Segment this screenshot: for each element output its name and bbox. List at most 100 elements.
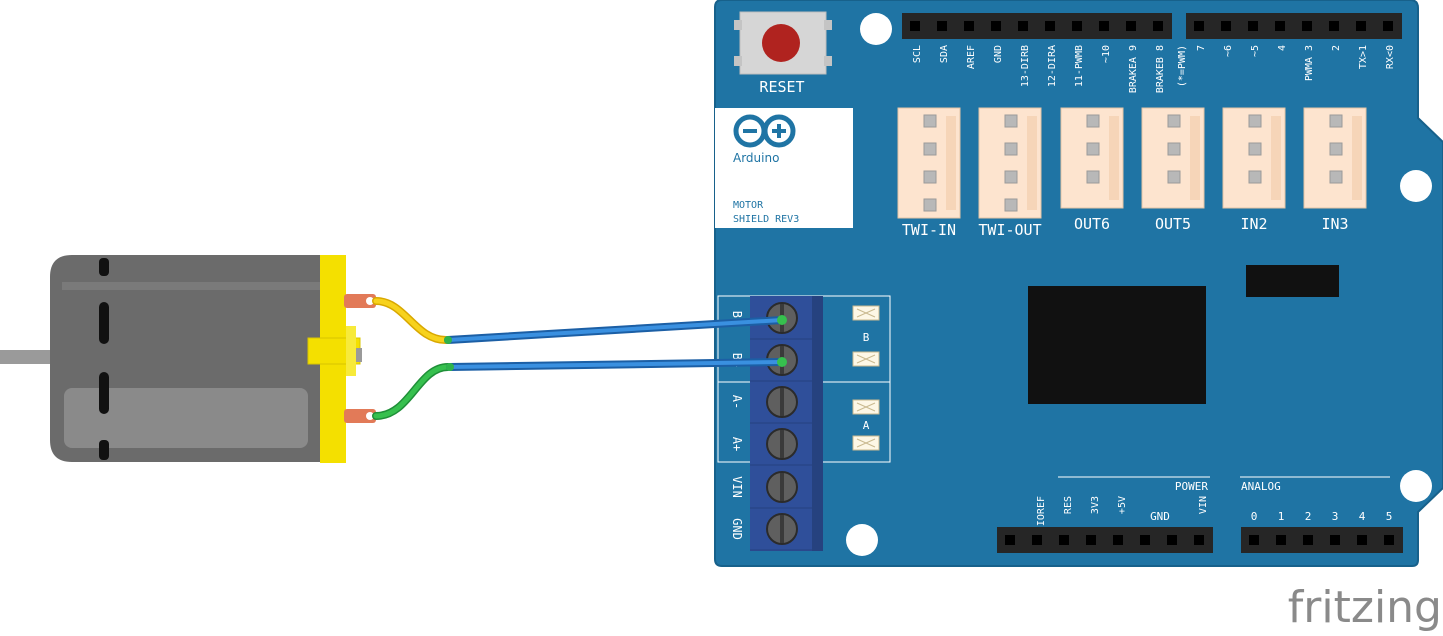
pwm-note-label: (*=PWM) [1177,45,1188,87]
analog-header-pin[interactable] [1303,535,1313,545]
connector-twi-out[interactable] [978,107,1042,219]
connector-label: OUT6 [1074,215,1110,233]
connector-twi-in[interactable] [897,107,961,219]
motor-highlight [64,388,308,448]
top-left-header-pin[interactable] [964,21,974,31]
dc-motor [0,255,376,463]
top-left-header-pin[interactable] [991,21,1001,31]
connector-label: TWI-OUT [978,221,1041,239]
power-header-pin[interactable] [1032,535,1042,545]
motor-terminal-tab [344,294,376,308]
connector-pin [1086,114,1100,128]
top-right-header-pin[interactable] [1329,21,1339,31]
connector-pin [1086,170,1100,184]
header-pin-label: SDA [939,45,950,63]
power-header-pin[interactable] [1005,535,1015,545]
logo-line1: MOTOR [733,200,764,211]
connector-pin [923,114,937,128]
connector-in2[interactable] [1222,107,1286,209]
header-pin-label: 4 [1277,45,1288,51]
analog-title: ANALOG [1241,480,1281,493]
analog-header-pin[interactable] [1384,535,1394,545]
connector-pin [1167,114,1181,128]
top-right-header-pin[interactable] [1194,21,1204,31]
arduino-logo-icon [733,114,796,148]
top-left-header-pin[interactable] [1126,21,1136,31]
wires [372,297,787,420]
analog-header-pin[interactable] [1357,535,1367,545]
power-header-pin[interactable] [1140,535,1150,545]
header-pin-label: AREF [966,45,977,69]
header-pin-label: SCL [912,45,923,63]
small-chip [1246,265,1339,297]
connector-in3[interactable] [1303,107,1367,209]
motor-driver-chip [1028,286,1206,404]
top-right-header-housing [1186,13,1402,39]
connector-pin [1004,142,1018,156]
tab-hole [366,297,374,305]
connector-pin [1004,198,1018,212]
top-left-header-pin[interactable] [1153,21,1163,31]
connector-pin [923,170,937,184]
power-header-pin[interactable] [1059,535,1069,545]
motor-rear-shaft [356,348,362,362]
top-right-header-pin[interactable] [1221,21,1231,31]
wire-end [777,315,787,325]
power-header-pin[interactable] [1113,535,1123,545]
top-left-header-pin[interactable] [937,21,947,31]
connector-label: IN2 [1240,215,1267,233]
motor-slot [99,372,109,414]
connector-pin [923,198,937,212]
top-right-header-pin[interactable] [1356,21,1366,31]
top-right-header-pin[interactable] [1248,21,1258,31]
power-header-housing [997,527,1213,553]
power-header-pin[interactable] [1167,535,1177,545]
top-right-header-pin[interactable] [1275,21,1285,31]
analog-header-pin[interactable] [1276,535,1286,545]
connector-out6[interactable] [1060,107,1124,209]
analog-pin-label: 4 [1359,510,1366,523]
motor-ridge [62,282,320,290]
top-left-header-pin[interactable] [910,21,920,31]
power-header-pin[interactable] [1086,535,1096,545]
power-header-pin[interactable] [1194,535,1204,545]
terminal-label: A- [730,395,744,409]
top-left-header-pin[interactable] [1018,21,1028,31]
screw-slot [780,430,784,458]
motor-slot [99,258,109,276]
connector-pin [923,142,937,156]
terminal-label: VIN [730,476,744,498]
terminal-label: GND [730,518,744,540]
header-pin-label: BRAKEB 8 [1155,45,1166,93]
connector-label: IN3 [1321,215,1348,233]
top-right-header-pin[interactable] [1302,21,1312,31]
connector-out5[interactable] [1141,107,1205,209]
header-pin-label: 11-PWMB [1074,45,1085,87]
power-pin-label: GND [1150,510,1170,523]
analog-header-pin[interactable] [1330,535,1340,545]
top-left-header-pin[interactable] [1099,21,1109,31]
motor-shaft [0,350,50,364]
header-pin-label: ~6 [1223,45,1234,57]
logo-brand: Arduino [733,151,779,165]
wire-joint [446,363,454,371]
power-title: POWER [1175,480,1208,493]
motor-terminal-tab [344,409,376,423]
header-pin-label: BRAKEA 9 [1128,45,1139,93]
analog-pin-label: 2 [1305,510,1312,523]
top-left-header-pin[interactable] [1072,21,1082,31]
analog-header-pin[interactable] [1249,535,1259,545]
analog-header-housing [1241,527,1403,553]
terminal-label: A+ [730,437,744,451]
wire-end [777,357,787,367]
reset-button[interactable] [734,11,832,75]
top-right-header-pin[interactable] [1383,21,1393,31]
motor-slot [99,302,109,344]
top-left-header-pin[interactable] [1045,21,1055,31]
header-pin-label: 2 [1331,45,1342,51]
connector-pin [1004,170,1018,184]
